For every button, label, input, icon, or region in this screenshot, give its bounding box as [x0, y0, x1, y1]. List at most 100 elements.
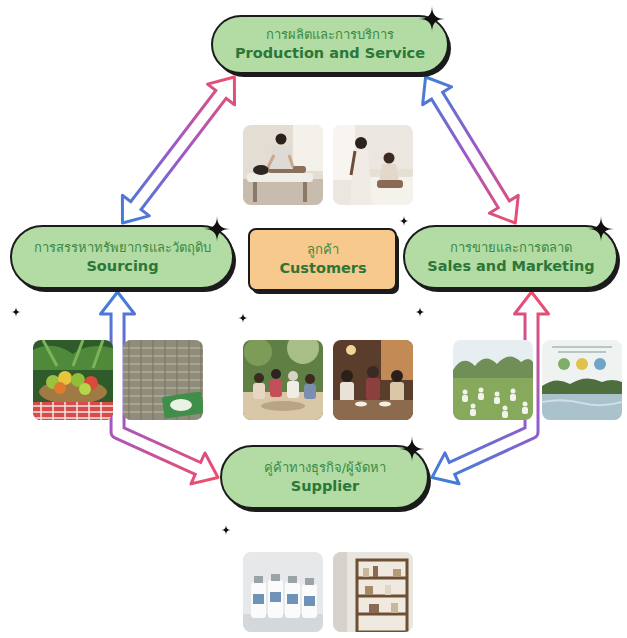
double-arrow: [122, 77, 234, 223]
shelf-photo: [373, 566, 378, 577]
park-photo: [495, 392, 500, 397]
gathering-photo: [253, 383, 265, 399]
box-outline: [248, 228, 398, 292]
node-heading: คู่ค้าทางธุรกิจ/ผู้จัดหา: [264, 460, 386, 477]
spa-photo: [243, 125, 323, 205]
star-decoration: [588, 216, 614, 242]
double-arrow: [423, 77, 519, 223]
bottles-photo: [253, 594, 264, 604]
fruit-photo: [79, 383, 91, 395]
spa-photo: [276, 134, 287, 145]
dinner-photo: [390, 382, 404, 402]
spa-photo: [243, 125, 323, 205]
spa-photo: [247, 173, 313, 182]
park-photo: [510, 394, 516, 401]
consultation-photo: [333, 125, 413, 205]
node-heading: การสรรหาทรัพยากรและวัตถุดิบ: [34, 240, 211, 257]
brochure-photo: [576, 358, 588, 370]
box-fill: [249, 229, 396, 290]
gathering-photo: [287, 340, 319, 364]
park-photo: [478, 393, 484, 400]
arrow-head: [515, 292, 549, 314]
dinner-photo: [333, 400, 413, 420]
spa-photo: [243, 179, 323, 205]
park-photo: [453, 340, 533, 420]
node-label: Sourcing: [86, 257, 158, 276]
gathering-photo: [304, 384, 316, 399]
node-label: Sales and Marketing: [427, 257, 594, 276]
bottles-photo: [270, 592, 281, 602]
customer-box: ลูกค้าCustomers: [248, 228, 398, 292]
shelf-photo: [357, 578, 407, 614]
shelf-photo: [333, 552, 413, 632]
dinner-photo: [367, 366, 379, 378]
sparkle-decoration: [238, 313, 248, 323]
shelf-photo: [369, 604, 379, 613]
box-fill: [212, 16, 448, 73]
brochure-photo: [542, 340, 622, 420]
gathering-photo: [261, 401, 305, 411]
box-fill: [221, 446, 428, 508]
dinner-photo: [366, 378, 380, 400]
bottles-photo: [251, 574, 317, 618]
brochure-photo: [542, 378, 622, 396]
bottles-photo: [268, 580, 283, 618]
bottles-photo: [271, 574, 280, 581]
consultation-photo: [377, 180, 403, 188]
park-photo: [453, 340, 533, 420]
bottles-photo: [288, 576, 297, 583]
consultation-photo: [384, 153, 395, 164]
shelf-photo: [363, 568, 369, 577]
spa-photo: [293, 125, 323, 171]
process-pill: คู่ค้าทางธุรกิจ/ผู้จัดหาSupplier: [220, 445, 430, 510]
brochure-photo: [542, 394, 622, 420]
pill-outline: [10, 225, 235, 290]
shelf-photo: [357, 560, 407, 632]
brochure-photo: [558, 358, 570, 370]
shelf-photo: [393, 569, 401, 577]
shelf-photo: [391, 603, 398, 613]
park-photo: [522, 407, 528, 414]
dinner-photo: [346, 345, 356, 355]
gathering-photo: [243, 340, 323, 420]
park-photo: [502, 411, 508, 418]
consultation-photo: [355, 137, 367, 149]
process-pill: การผลิตและการบริการProduction and Servic…: [211, 15, 450, 75]
dinner-photo: [333, 340, 413, 420]
sparkle-decoration: [11, 307, 21, 317]
node-heading: การขายและการตลาด: [450, 240, 572, 257]
gathering-photo: [271, 369, 281, 379]
gathering-photo: [287, 381, 299, 398]
fruit-photo: [43, 340, 103, 368]
spa-photo: [289, 155, 293, 167]
double-arrow: [101, 292, 218, 484]
sparkle-decoration: [221, 525, 231, 535]
bottles-photo: [251, 582, 266, 618]
spa-photo: [268, 155, 274, 167]
park-photo: [462, 395, 468, 402]
fruit-photo: [33, 402, 113, 420]
dinner-photo: [341, 370, 353, 382]
fruit-photo: [33, 402, 113, 420]
consultation-photo: [379, 164, 399, 182]
star-decoration: [204, 216, 230, 242]
star-decoration: [399, 436, 425, 462]
gathering-photo: [305, 374, 315, 384]
box-fill: [11, 226, 233, 288]
pill-outline: [220, 445, 430, 510]
bottles-photo: [243, 552, 323, 632]
gathering-photo: [244, 340, 272, 366]
bottles-photo: [254, 576, 263, 583]
bottles-photo: [302, 584, 317, 618]
node-label: Production and Service: [235, 44, 425, 63]
fruit-photo: [33, 340, 113, 420]
consultation-photo: [351, 151, 355, 175]
fruit-photo: [54, 382, 66, 394]
arrow-hollow: [436, 93, 506, 207]
pill-outline: [211, 15, 450, 75]
spa-photo: [303, 182, 307, 202]
shelf-photo: [333, 552, 347, 632]
